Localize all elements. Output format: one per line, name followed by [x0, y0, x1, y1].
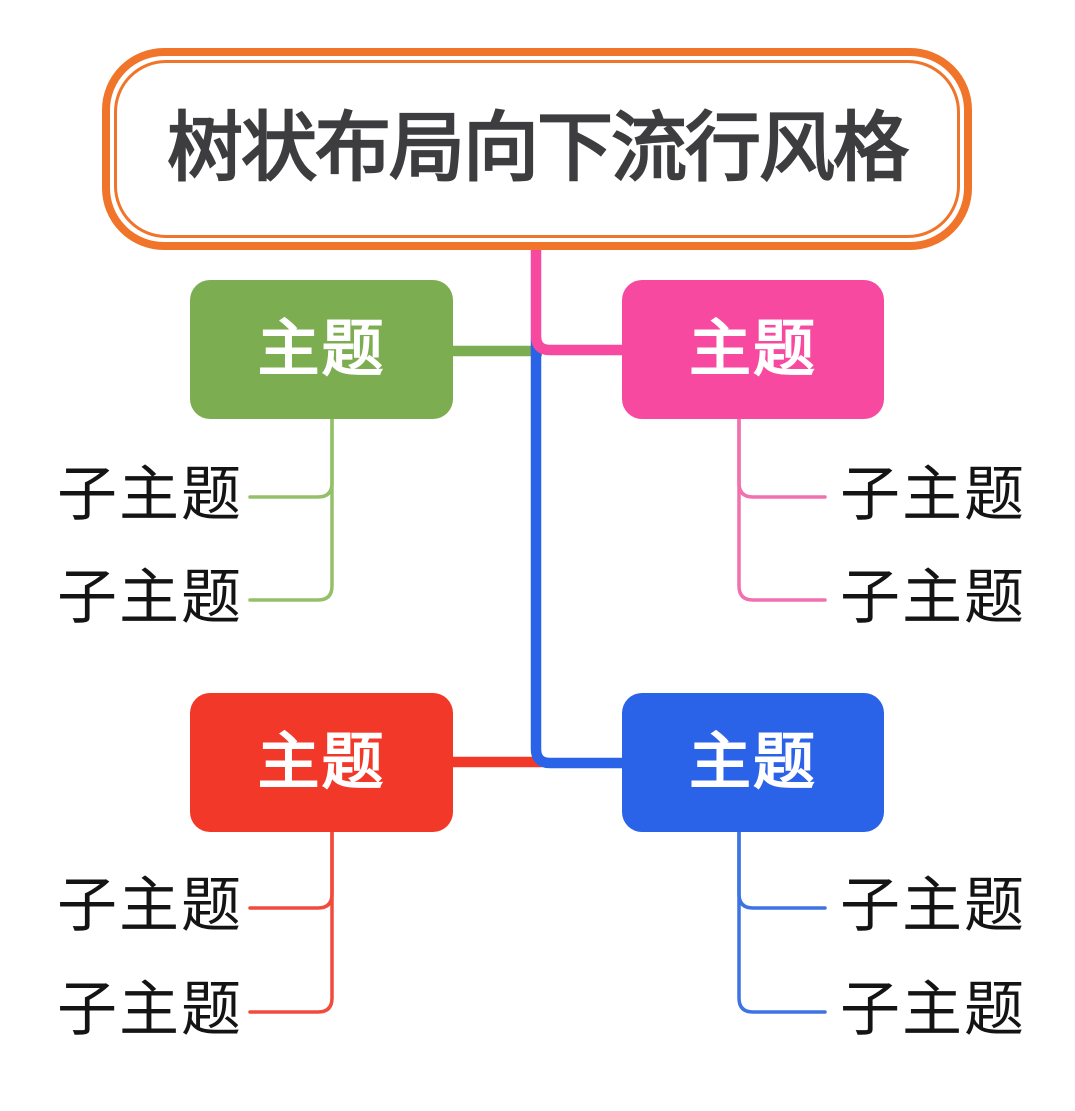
subtopic-node-blue-2[interactable]: 子主题 [840, 976, 1026, 1043]
root-topic-label: 树状布局向下流行风格 [167, 106, 909, 191]
connector-blue-trunk [530, 338, 623, 769]
subtopic-node-blue-1[interactable]: 子主题 [840, 872, 1026, 939]
topic-label: 主题 [688, 727, 817, 797]
connector-green-subtopic-2 [248, 417, 334, 602]
connector-red-subtopic-2 [248, 830, 334, 1014]
topic-node-lower-right[interactable]: 主题 [622, 693, 884, 832]
connector-pink-subtopic-1 [737, 417, 827, 499]
connector-pink-trunk [530, 250, 623, 356]
subtopic-node-pink-2[interactable]: 子主题 [840, 564, 1026, 631]
subtopic-node-green-1[interactable]: 子主题 [57, 461, 243, 528]
connector-blue-subtopic-1 [737, 830, 827, 910]
topic-node-lower-left[interactable]: 主题 [190, 693, 453, 832]
connector-pink-subtopic-2 [737, 417, 827, 602]
topic-node-upper-left[interactable]: 主题 [190, 280, 453, 419]
subtopic-node-red-2[interactable]: 子主题 [57, 976, 243, 1043]
topic-label: 主题 [257, 727, 386, 797]
topic-node-upper-right[interactable]: 主题 [622, 280, 884, 419]
subtopic-node-green-2[interactable]: 子主题 [57, 564, 243, 631]
connector-red-subtopic-1 [248, 830, 334, 910]
connector-green-subtopic-1 [248, 417, 334, 499]
subtopic-node-red-1[interactable]: 子主题 [57, 872, 243, 939]
topic-label: 主题 [688, 314, 817, 384]
root-topic-node[interactable]: 树状布局向下流行风格 [102, 48, 972, 250]
subtopic-node-pink-1[interactable]: 子主题 [840, 461, 1026, 528]
topic-label: 主题 [257, 314, 386, 384]
root-topic-inner-border: 树状布局向下流行风格 [114, 60, 960, 238]
connector-blue-subtopic-2 [737, 830, 827, 1014]
